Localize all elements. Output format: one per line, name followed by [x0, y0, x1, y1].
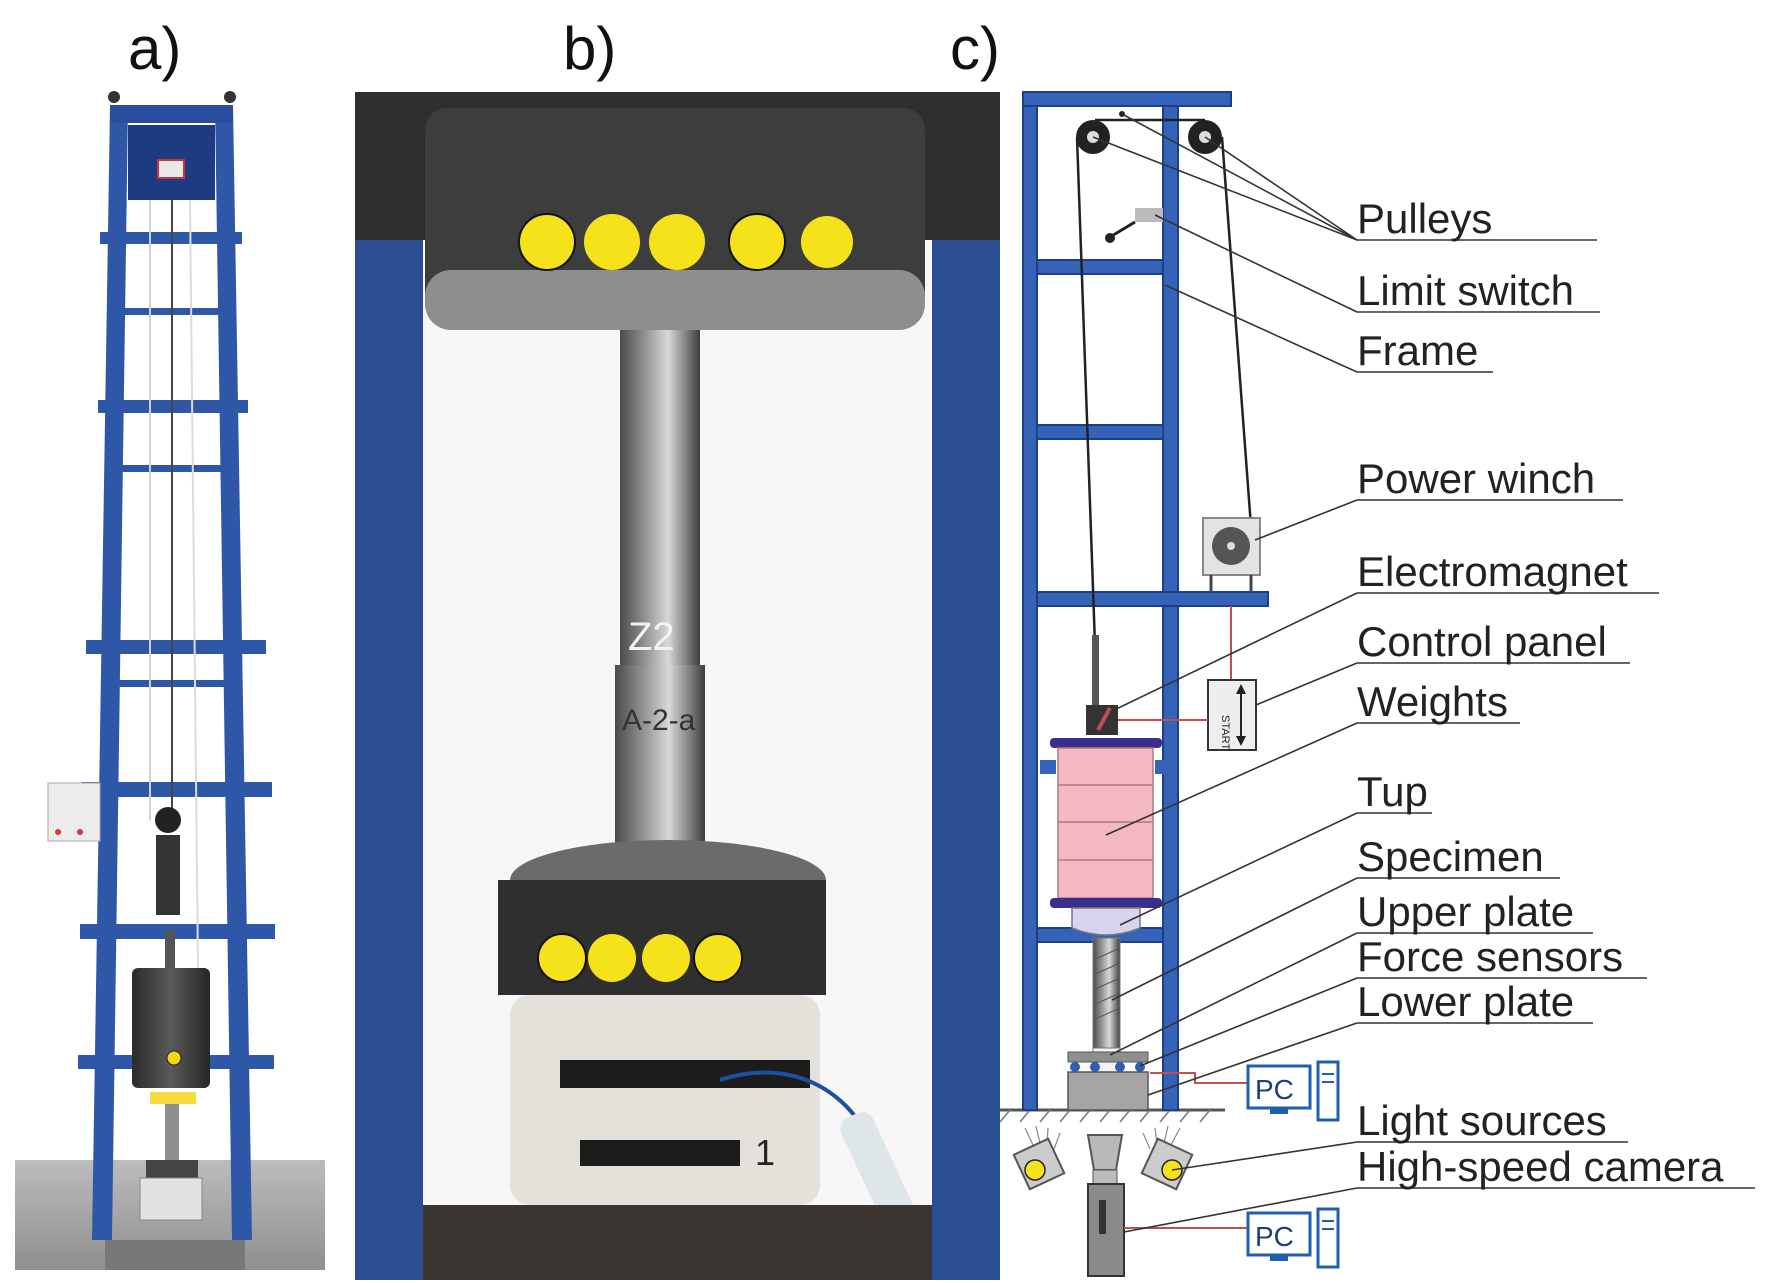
carriage-pulley: [155, 807, 181, 833]
high-speed-camera: [1086, 1134, 1125, 1277]
pc-icon-upper: [1246, 1060, 1340, 1122]
callout-control-panel: Control panel: [1357, 618, 1607, 665]
brace: [118, 465, 223, 472]
pc-icon-lower: [1246, 1207, 1340, 1269]
callout-tup: Tup: [1357, 768, 1428, 815]
hose: [840, 1111, 915, 1228]
callout-labels: Pulleys Limit switch Frame Power winch E…: [1357, 195, 1724, 1190]
limit-switch: [1105, 208, 1163, 243]
lower-plate-a: [139, 1177, 203, 1221]
marker-row-upper: [518, 213, 853, 271]
brace: [80, 924, 275, 939]
press-column-left: [355, 92, 423, 1280]
lower-plate: [1067, 1071, 1149, 1111]
schematic-c: START: [999, 91, 1755, 1277]
electromagnet-coil: [1096, 707, 1112, 731]
brace: [82, 782, 272, 797]
brace: [120, 308, 220, 315]
specimen-photo: [615, 665, 705, 865]
photo-b-closeup: Z2 A-2-a 1: [355, 92, 1000, 1280]
callout-pulleys: Pulleys: [1357, 195, 1492, 242]
light-source-right: [1140, 1125, 1194, 1191]
control-button: [77, 829, 83, 835]
control-panel: [1207, 679, 1257, 751]
weights-marker-band: [150, 1092, 196, 1104]
callout-power-winch: Power winch: [1357, 455, 1595, 502]
weights-stack-schematic: [1057, 747, 1154, 899]
control-panel-start: START: [1219, 715, 1231, 750]
tup-rod-schematic: [1092, 937, 1121, 1049]
frame: [1022, 91, 1269, 1111]
panel-label-b: b): [563, 15, 617, 82]
callout-leaders: [1092, 113, 1755, 1233]
callout-frame: Frame: [1357, 327, 1478, 374]
weight-divisions: [1058, 784, 1153, 861]
power-winch: [1202, 517, 1261, 592]
specimen-mark-label: A-2-a: [622, 704, 696, 737]
callout-limit-switch: Limit switch: [1357, 267, 1574, 314]
photo-a-drop-tower: [15, 91, 325, 1270]
callout-specimen: Specimen: [1357, 833, 1544, 880]
callout-light-sources: Light sources: [1357, 1097, 1607, 1144]
tup-hatching: [1092, 947, 1121, 1021]
weight-rod: [165, 930, 175, 968]
ground-hatch: [999, 1109, 1211, 1123]
press-table: [423, 1205, 932, 1280]
tup-schematic: [1071, 907, 1141, 936]
specimen-mark-z2: Z2: [628, 615, 675, 659]
base-label-band: [580, 1140, 740, 1166]
upper-plate-a: [146, 1160, 198, 1178]
base-plate: [105, 1240, 245, 1270]
marker-row-lower: [537, 933, 743, 983]
upper-die-face: [425, 270, 925, 330]
callout-weights: Weights: [1357, 678, 1508, 725]
pc-label-lower: PC: [1255, 1221, 1294, 1252]
guide-shoe: [1040, 760, 1056, 774]
cable: [189, 199, 199, 971]
callout-upper-plate: Upper plate: [1357, 888, 1574, 935]
light-source-left: [1012, 1125, 1066, 1191]
rope: [1075, 118, 1254, 646]
weights-marker: [166, 1050, 182, 1066]
pc-label-upper: PC: [1255, 1074, 1294, 1105]
upper-plate: [1067, 1051, 1149, 1063]
top-eye-left: [108, 91, 120, 103]
tup-shaft: [620, 330, 700, 670]
callout-lower-plate: Lower plate: [1357, 978, 1574, 1025]
base-mark: 1: [755, 1132, 775, 1173]
control-button: [55, 829, 61, 835]
tower-leg-left: [92, 105, 128, 1240]
panel-label-a: a): [128, 15, 182, 82]
weights-stack: [132, 968, 210, 1088]
load-cell-base: [510, 995, 820, 1205]
magnet-rod: [1092, 635, 1099, 705]
tup-rod: [165, 1104, 179, 1164]
press-column-right: [932, 92, 1000, 1280]
electromagnet: [156, 835, 180, 915]
weights-cap-bottom: [1050, 898, 1162, 908]
callout-high-speed-camera: High-speed camera: [1357, 1143, 1724, 1190]
panel-label-c: c): [950, 15, 1000, 82]
guide-shoe: [1155, 760, 1171, 774]
tower-leg-right: [215, 105, 252, 1240]
callout-electromagnet: Electromagnet: [1357, 548, 1628, 595]
tower-top-cap: [110, 105, 233, 123]
callout-force-sensors: Force sensors: [1357, 933, 1623, 980]
top-eye-right: [224, 91, 236, 103]
top-marker: [157, 159, 185, 179]
brace: [86, 640, 266, 654]
weights-cap-top: [1050, 738, 1162, 748]
